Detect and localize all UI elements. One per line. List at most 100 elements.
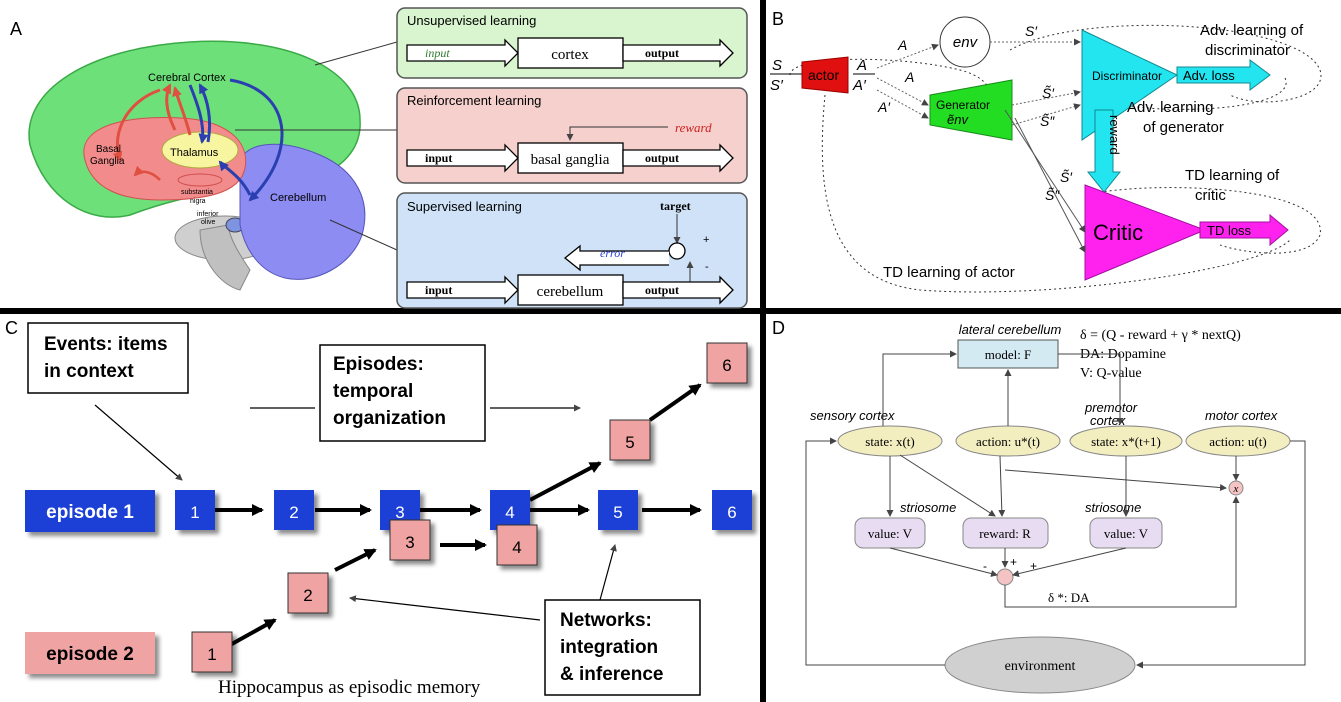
environment-label: environment xyxy=(1005,659,1076,674)
episodes-line2: temporal xyxy=(333,381,413,402)
episode1-badge xyxy=(25,490,155,532)
ep1-node-6 xyxy=(712,490,752,530)
episode2-badge xyxy=(25,632,155,674)
generator-sub-label: ẽnv xyxy=(947,112,969,127)
adv-disc-line1: Adv. learning of xyxy=(1200,22,1304,39)
ep1-node-1-label: 1 xyxy=(190,503,199,522)
cerebellum-shape xyxy=(239,143,366,280)
substantia-nigra-shape xyxy=(177,173,223,187)
adv-loss-arrow xyxy=(1176,59,1271,91)
ep2-node-3-label: 3 xyxy=(405,533,414,552)
output-arrow xyxy=(622,143,734,173)
panel-b: B S S′ actor A A′ env A S′ Generator ẽnv… xyxy=(770,9,1322,293)
unsupervised-learning-box: Unsupervised learning input cortex outpu… xyxy=(396,7,748,79)
discriminator-label: Discriminator xyxy=(1092,69,1162,83)
brain-illustration: Cerebral Cortex Basal Ganglia Thalamus s… xyxy=(28,40,366,291)
supervised-title: Supervised learning xyxy=(407,199,522,214)
networks-line3: & inference xyxy=(560,664,663,685)
reward-arrow xyxy=(1086,109,1122,193)
supervised-learning-box: Supervised learning target + - error inp… xyxy=(396,192,748,309)
error-label: error xyxy=(600,246,625,260)
generator-output-1: S̃′ xyxy=(1042,85,1055,101)
actor-block xyxy=(801,56,849,94)
reward-node-label: reward: R xyxy=(979,526,1031,541)
adv-loss-label: Adv. loss xyxy=(1183,68,1235,83)
delta-sum-node xyxy=(996,568,1014,586)
generator-input-a-prime: A′ xyxy=(877,99,891,115)
thalamus-shape xyxy=(161,131,239,169)
cerebellum-label: Cerebellum xyxy=(270,192,326,204)
ep1-node-2-label: 2 xyxy=(289,503,298,522)
plus-sign-1: + xyxy=(1010,555,1017,569)
ep2-node-1 xyxy=(191,631,233,673)
panel-a: A Cerebral Cortex Basal Ganglia Thalamus xyxy=(10,7,748,309)
td-critic-line2: critic xyxy=(1195,187,1226,204)
reinforcement-output-label: output xyxy=(645,151,679,165)
output-arrow xyxy=(622,38,734,68)
minus-sign: - xyxy=(983,559,987,573)
ep1-node-1 xyxy=(175,490,215,530)
value-label-1: value: V xyxy=(868,526,913,541)
events-line2: in context xyxy=(44,361,134,382)
events-box: Events: items in context xyxy=(27,322,189,394)
hippocampus-caption: Hippocampus as episodic memory xyxy=(218,677,481,698)
generator-output-2: S̃″ xyxy=(1040,113,1055,129)
comparator-node xyxy=(668,242,686,260)
cortex-module: cortex xyxy=(551,47,589,63)
model-label: model: F xyxy=(985,347,1032,362)
panel-c-label: C xyxy=(5,318,18,338)
ep2-node-4-label: 4 xyxy=(512,538,521,557)
reinforcement-learning-box: Reinforcement learning reward input basa… xyxy=(396,87,748,184)
motor-cortex-label: motor cortex xyxy=(1205,408,1278,423)
adv-gen-line1: Adv. learning xyxy=(1127,99,1213,116)
value-label-2: value: V xyxy=(1104,526,1149,541)
generator-input-a: A xyxy=(904,69,914,85)
networks-box: Networks: integration & inference xyxy=(544,599,701,696)
episodes-line1: Episodes: xyxy=(333,354,424,375)
panel-d-label: D xyxy=(772,318,785,338)
td-critic-line1: TD learning of xyxy=(1185,167,1280,184)
s-prime-label: S′ xyxy=(770,77,784,94)
reward-label: reward xyxy=(1107,115,1122,155)
td-loss-label: TD loss xyxy=(1207,223,1252,238)
episode2-label: episode 2 xyxy=(46,644,134,665)
nigra-label: nigra xyxy=(190,198,206,205)
action-label: action: u(t) xyxy=(1209,434,1266,449)
brainstem-lower-shape xyxy=(199,224,251,291)
panel-b-label: B xyxy=(772,9,784,29)
lateral-cerebellum-label: lateral cerebellum xyxy=(959,322,1062,337)
ep2-node-2-label: 2 xyxy=(303,586,312,605)
panel-a-label: A xyxy=(10,19,22,39)
networks-line1: Networks: xyxy=(560,610,652,631)
generator-label: Generator xyxy=(936,98,990,112)
events-line1: Events: items xyxy=(44,334,168,355)
unsupervised-title: Unsupervised learning xyxy=(407,13,536,28)
ep1-node-6-label: 6 xyxy=(727,503,736,522)
input-arrow xyxy=(406,275,519,305)
sensory-cortex-label: sensory cortex xyxy=(810,408,895,423)
reinforcement-input-label: input xyxy=(425,151,452,165)
input-arrow xyxy=(406,143,519,173)
ep2-node-5-label: 5 xyxy=(625,433,634,452)
multiply-node xyxy=(1228,480,1244,496)
basal-label: Basal xyxy=(96,144,121,155)
unsupervised-output-label: output xyxy=(645,46,679,60)
env-input-a: A xyxy=(897,37,907,53)
ep1-node-2 xyxy=(274,490,314,530)
env-output: S′ xyxy=(1025,23,1038,39)
state-label: state: x(t) xyxy=(865,434,914,449)
input-arrow xyxy=(406,38,519,68)
state-next-label: state: x*(t+1) xyxy=(1091,434,1161,449)
plus-sign: + xyxy=(703,234,709,246)
da-definition: DA: Dopamine xyxy=(1080,347,1166,362)
supervised-input-label: input xyxy=(425,283,452,297)
ep1-node-4 xyxy=(490,490,530,530)
ep1-node-3-label: 3 xyxy=(395,503,404,522)
supervised-output-label: output xyxy=(645,283,679,297)
adv-disc-line2: discriminator xyxy=(1205,42,1290,59)
ep1-node-4-label: 4 xyxy=(505,503,514,522)
ep2-node-3 xyxy=(389,519,431,561)
error-arrow xyxy=(563,244,669,272)
striosome-label-1: striosome xyxy=(900,500,956,515)
episode-nodes: 1 2 3 4 5 6 1 2 3 4 5 6 xyxy=(175,342,752,673)
